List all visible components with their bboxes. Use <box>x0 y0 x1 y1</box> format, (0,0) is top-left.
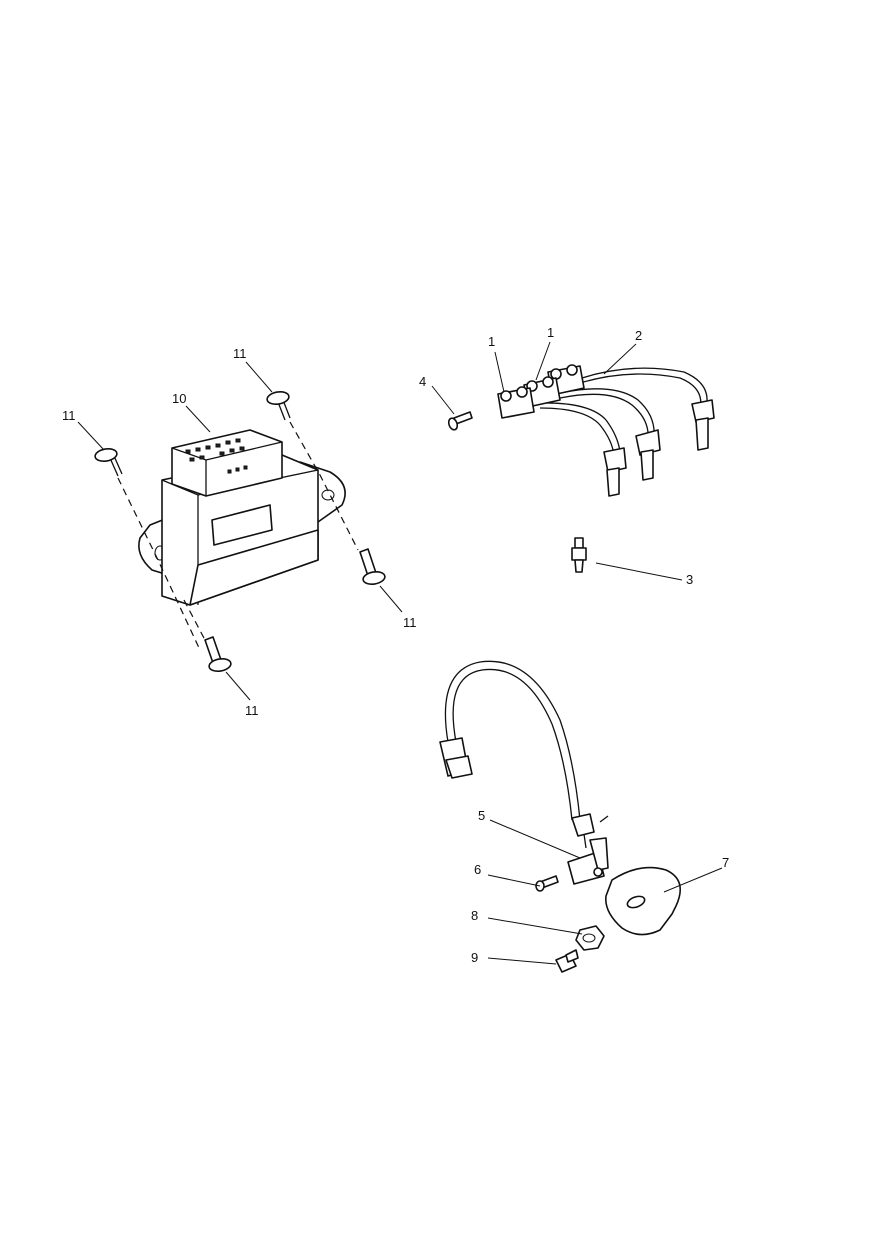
disc-nut <box>575 925 605 951</box>
pickup-connector <box>439 737 473 779</box>
pickup-sensor <box>567 837 609 885</box>
callout-9: 9 <box>471 950 478 965</box>
callout-11d: 11 <box>245 703 259 718</box>
plug-cap-3 <box>603 447 627 497</box>
plug-cap-2 <box>635 429 661 481</box>
callout-11b: 11 <box>233 346 247 361</box>
callout-11c: 11 <box>403 615 417 630</box>
callout-11a: 11 <box>62 408 76 423</box>
coil-screw <box>447 411 473 431</box>
module-lower-face <box>189 529 319 606</box>
ignition-coils-and-leads <box>497 364 715 497</box>
sensor-screw <box>535 875 559 892</box>
connector-pins <box>185 438 248 474</box>
callout-4: 4 <box>419 374 426 389</box>
leader-lines <box>77 341 723 965</box>
callout-1b: 1 <box>547 325 554 340</box>
stud-upper-right <box>266 390 291 421</box>
callout-1a: 1 <box>488 334 495 349</box>
callout-2: 2 <box>635 328 642 343</box>
module-label-window <box>211 504 273 546</box>
stud-lower-right <box>359 548 386 586</box>
callout-3: 3 <box>686 572 693 587</box>
callout-6: 6 <box>474 862 481 877</box>
stud-lower-left-axis <box>183 599 206 641</box>
pickup-assembly <box>439 660 682 973</box>
ignition-module <box>138 429 346 606</box>
spark-plug <box>571 537 587 573</box>
callout-8: 8 <box>471 908 478 923</box>
module-studs <box>94 390 386 673</box>
plug-cap-1 <box>691 399 715 451</box>
stud-lower-left <box>204 636 232 673</box>
callout-7: 7 <box>722 855 729 870</box>
disc-bolt <box>555 949 579 973</box>
trigger-disc <box>605 866 682 936</box>
callout-10: 10 <box>172 391 186 406</box>
module-connector <box>171 429 283 497</box>
stud-upper-right-axis <box>289 421 359 551</box>
callout-labels: 1 1 2 3 4 5 6 7 8 9 10 11 11 11 11 <box>62 325 729 965</box>
coil-front <box>497 386 535 419</box>
callout-5: 5 <box>478 808 485 823</box>
stud-upper-left-axis <box>117 477 201 651</box>
stud-upper-left <box>94 447 123 477</box>
